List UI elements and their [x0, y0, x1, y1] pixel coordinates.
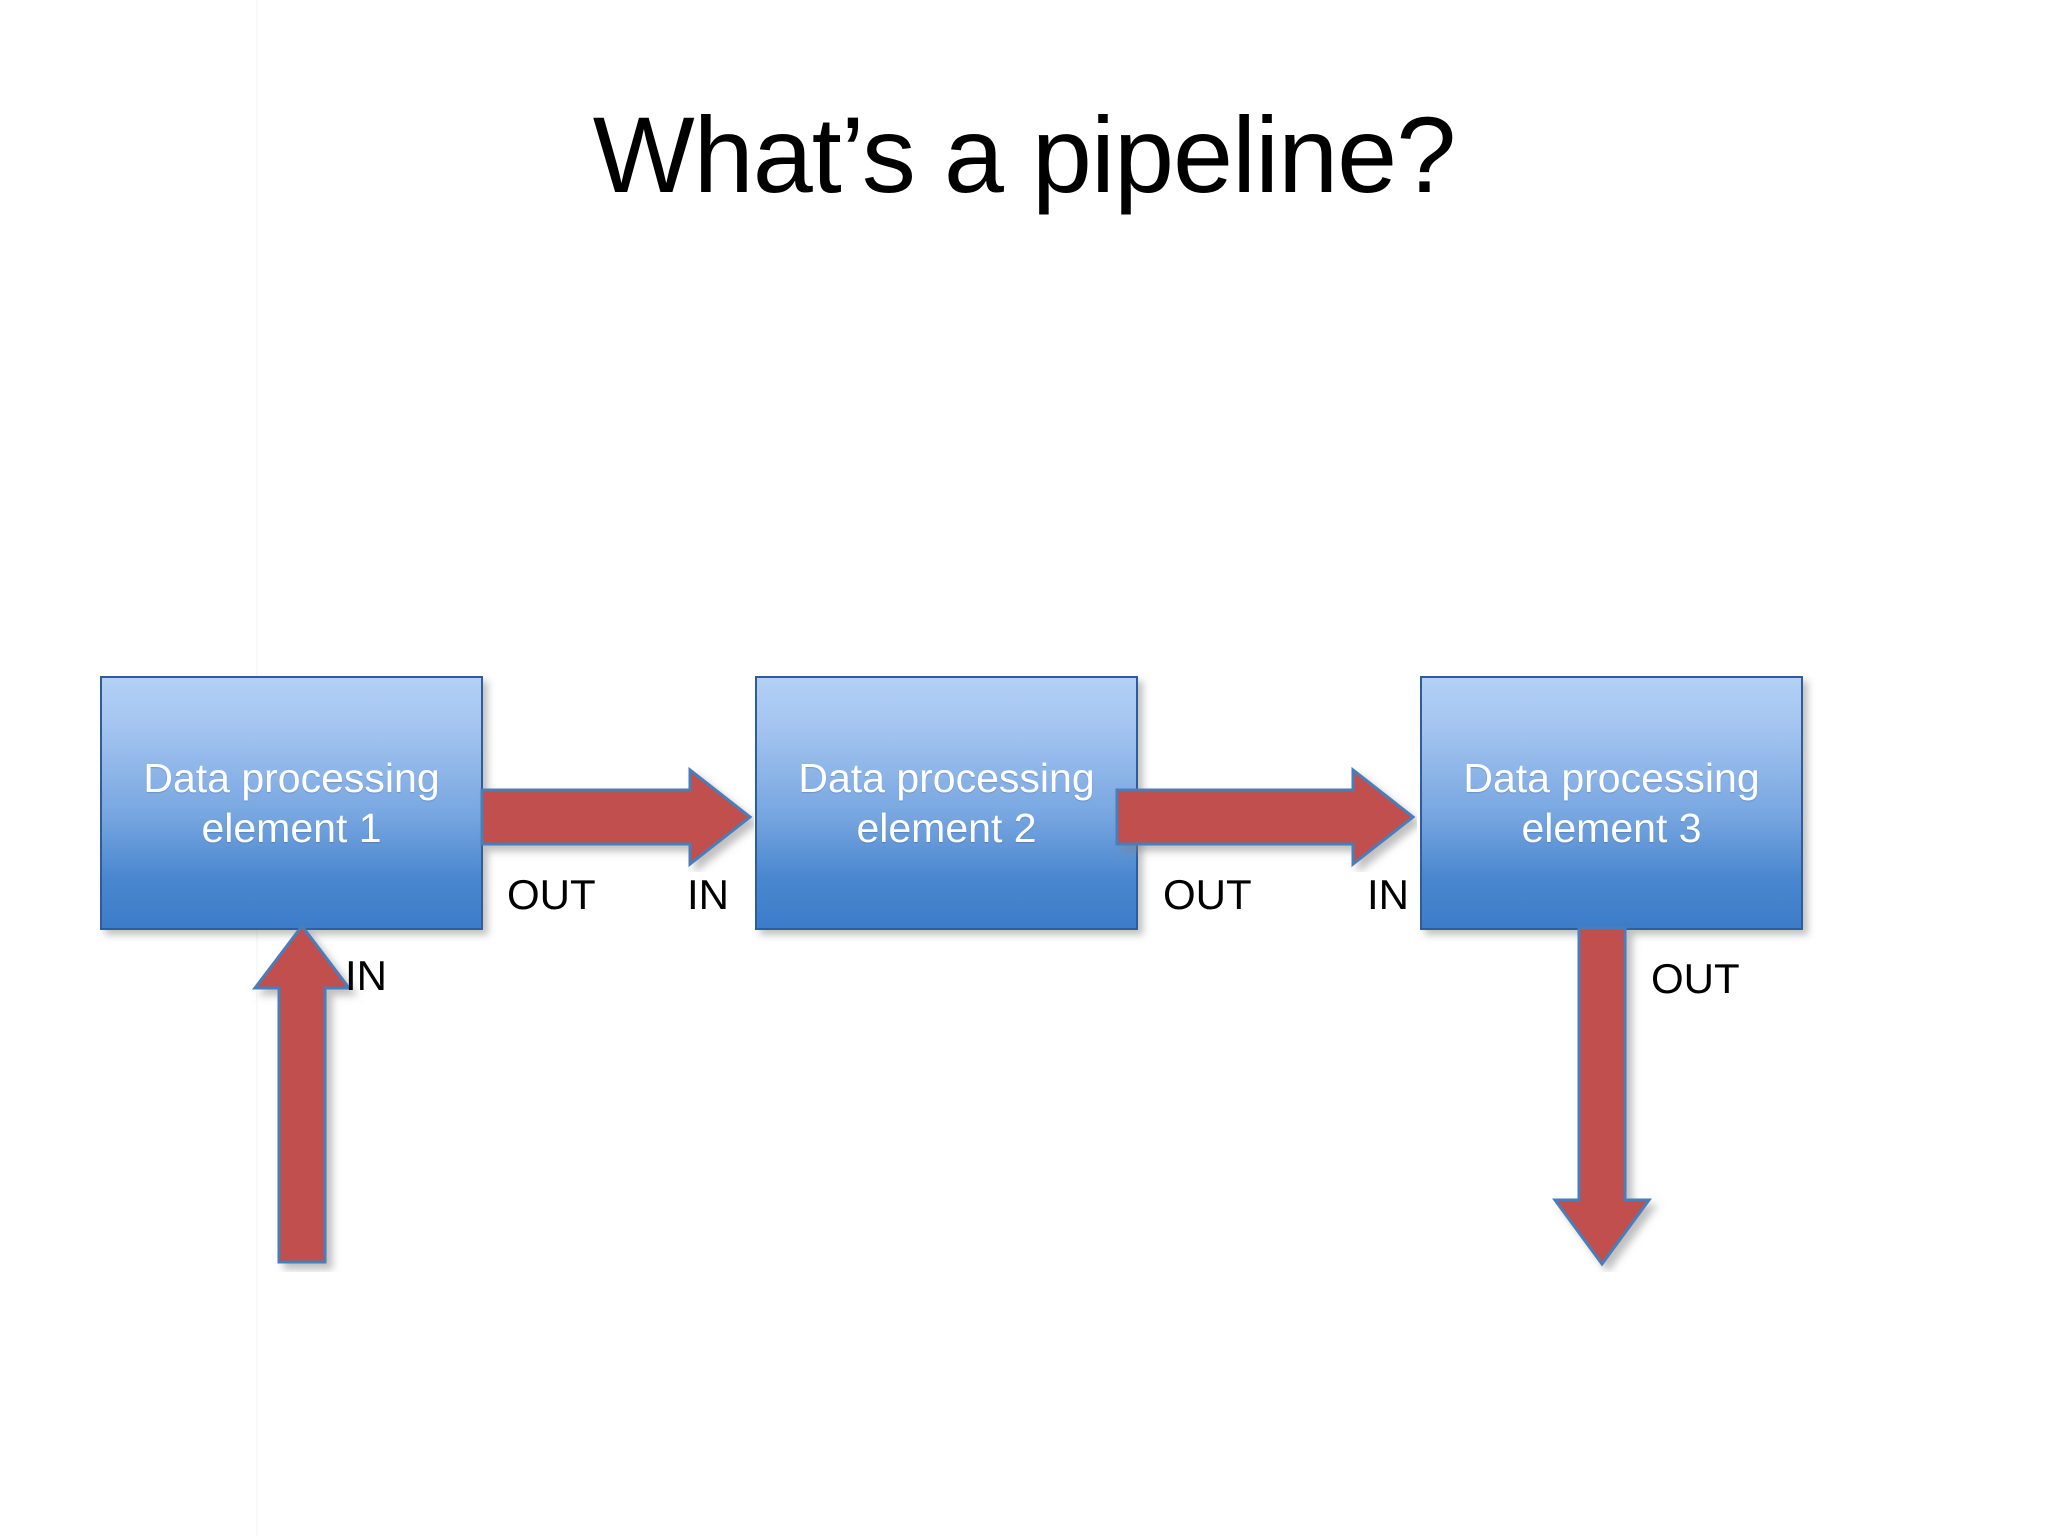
arrow-right-box1-to-box2[interactable] [478, 762, 754, 872]
process-box-1-label: Data processing element 1 [143, 754, 440, 851]
page-title: What’s a pipeline? [592, 94, 1457, 215]
label-in-box1: IN [345, 952, 387, 999]
label-in-box3: IN [1367, 871, 1409, 918]
process-box-2-label: Data processing element 2 [798, 754, 1095, 851]
process-box-1[interactable]: Data processing element 1 [100, 676, 483, 930]
process-box-2[interactable]: Data processing element 2 [755, 676, 1138, 930]
label-out-box1: OUT [507, 871, 596, 918]
label-out-box3: OUT [1651, 955, 1740, 1002]
arrow-right-box2-to-box3[interactable] [1113, 762, 1417, 872]
process-box-3[interactable]: Data processing element 3 [1420, 676, 1803, 930]
arrow-up-input-to-box1[interactable] [250, 922, 370, 1272]
process-box-3-label: Data processing element 3 [1463, 754, 1760, 851]
label-out-box2: OUT [1163, 871, 1252, 918]
arrow-down-output-from-box3[interactable] [1550, 922, 1670, 1272]
label-in-box2: IN [687, 871, 729, 918]
